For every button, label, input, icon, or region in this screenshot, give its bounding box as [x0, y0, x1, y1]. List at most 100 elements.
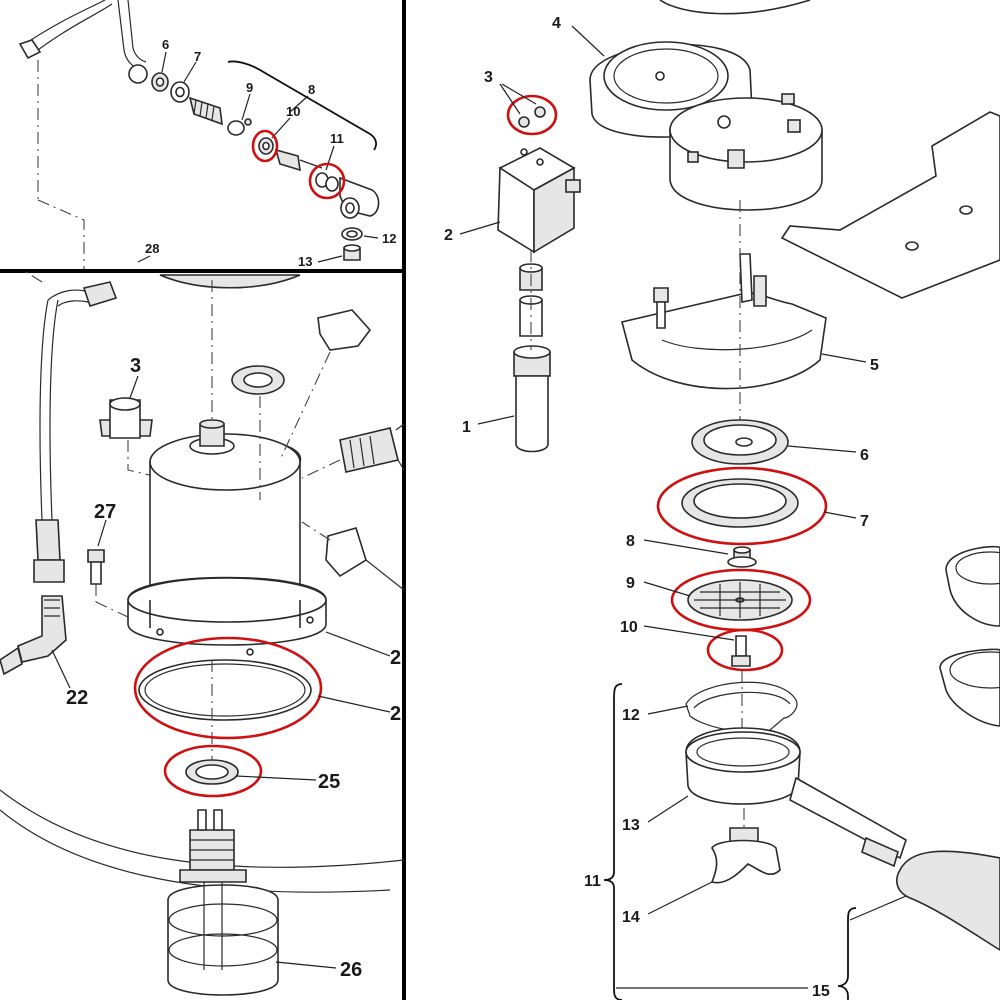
basket-b-rim — [949, 651, 1000, 689]
label-2b: 2 — [390, 703, 401, 725]
panel-right: 4 3 2 1 5 6 7 8 9 10 11 12 13 14 15 — [444, 0, 1000, 1000]
leader-1 — [477, 415, 515, 425]
label-10: 10 — [286, 104, 300, 119]
label-7: 7 — [860, 513, 869, 530]
part-5-inner — [661, 329, 813, 351]
brace-15 — [837, 907, 857, 1000]
leader-9 — [241, 93, 251, 121]
hose-nut — [33, 559, 65, 583]
boiler-nut-hole — [243, 372, 273, 388]
part-10-shank — [735, 635, 747, 657]
part-13-rim — [685, 731, 801, 773]
part-13-rim-inner — [696, 737, 790, 767]
leader-2 — [459, 221, 501, 235]
label-9: 9 — [626, 575, 635, 592]
label-26: 26 — [340, 959, 362, 981]
boiler-flange-top — [127, 577, 327, 623]
leader-26 — [275, 961, 337, 969]
part-9-small — [244, 118, 252, 126]
axis-thermostat — [127, 440, 215, 491]
highlight-part-3 — [506, 94, 558, 136]
bracket-top-right — [317, 309, 372, 351]
label-25: 25 — [318, 771, 340, 793]
part-26-terminal-a — [197, 809, 207, 831]
label-1: 1 — [462, 419, 471, 436]
leader-12 — [647, 705, 689, 715]
part-24-gasket-outer — [138, 659, 312, 721]
part-3-screw-b — [534, 106, 546, 118]
leader-11 — [325, 145, 335, 171]
panel-top-left: 6 7 8 9 10 11 12 13 28 — [18, 0, 396, 270]
hose-outer — [39, 299, 49, 521]
leader-5 — [821, 353, 867, 363]
hose-top-fitting — [82, 281, 118, 307]
part-27-head — [87, 549, 105, 563]
label-2a: 2 — [390, 647, 401, 669]
valve-stem — [274, 148, 301, 172]
axis-line-2 — [37, 199, 85, 270]
label-27: 27 — [94, 501, 116, 523]
part-2-front — [533, 166, 575, 254]
part-22-threads — [44, 599, 60, 617]
leader-6 — [161, 51, 167, 73]
basket-b — [939, 648, 1000, 727]
part-5-pin — [753, 275, 767, 307]
handle — [896, 850, 1000, 951]
side-fitting-cut — [395, 423, 405, 471]
hose-inner — [49, 299, 59, 521]
brace-11 — [603, 683, 623, 1000]
label-3: 3 — [130, 355, 141, 377]
highlight-part-11 — [308, 162, 346, 200]
boiler-top — [149, 433, 301, 491]
leader-13 — [317, 255, 343, 263]
flange-hole-c — [306, 616, 314, 624]
part-11-oring-b — [325, 176, 339, 192]
label-28: 28 — [145, 241, 159, 256]
part-27-shank — [90, 561, 102, 585]
label-11: 11 — [584, 873, 601, 890]
steam-pipe-right-edge — [127, 0, 147, 63]
part-14-spout — [710, 839, 781, 884]
threaded-fitting — [188, 96, 223, 126]
label-2: 2 — [444, 227, 453, 244]
arc-outer — [0, 789, 405, 868]
plate-slot-b — [905, 241, 919, 251]
part-22-elbow — [17, 595, 67, 663]
part-2-terminal — [565, 179, 581, 193]
label-13: 13 — [298, 254, 312, 269]
label-14: 14 — [622, 909, 640, 926]
leader-2a — [325, 631, 391, 657]
part-26-coil — [167, 884, 279, 996]
steam-pipe-left-edge — [29, 3, 113, 57]
highlight-part-10 — [706, 628, 784, 672]
label-8: 8 — [308, 82, 315, 97]
switch-right — [325, 527, 367, 578]
part-10-ring-hole — [262, 141, 270, 151]
axis-switch — [301, 521, 331, 541]
leader-15-handle — [849, 895, 907, 921]
steam-pipe-right — [117, 0, 143, 71]
part-26-coil-ring-1 — [168, 903, 278, 937]
panel-bottom-left: 3 27 22 2 2 25 26 — [0, 271, 405, 996]
part-4-knob-b — [787, 119, 801, 133]
switch-cable — [365, 559, 405, 591]
boiler-fitting-top — [199, 419, 225, 429]
top-partial-disc — [659, 0, 811, 15]
part-4-ring-inner — [613, 48, 719, 104]
part-13-threads — [861, 836, 899, 868]
part-26-terminal-b — [213, 809, 223, 831]
part-4-center — [655, 71, 665, 81]
hose-bend-b — [57, 300, 89, 307]
side-fitting-threads — [349, 435, 375, 469]
leader-8 — [643, 539, 729, 555]
basket-a — [945, 545, 1000, 627]
part-22-stub — [0, 646, 23, 676]
axis-bracket — [279, 351, 331, 461]
part-4-fitting — [727, 149, 745, 169]
arc-inner — [0, 809, 391, 893]
label-8: 8 — [626, 533, 635, 550]
label-9: 9 — [246, 80, 253, 95]
boiler-top-arc — [159, 274, 301, 289]
leader-7 — [183, 61, 197, 83]
